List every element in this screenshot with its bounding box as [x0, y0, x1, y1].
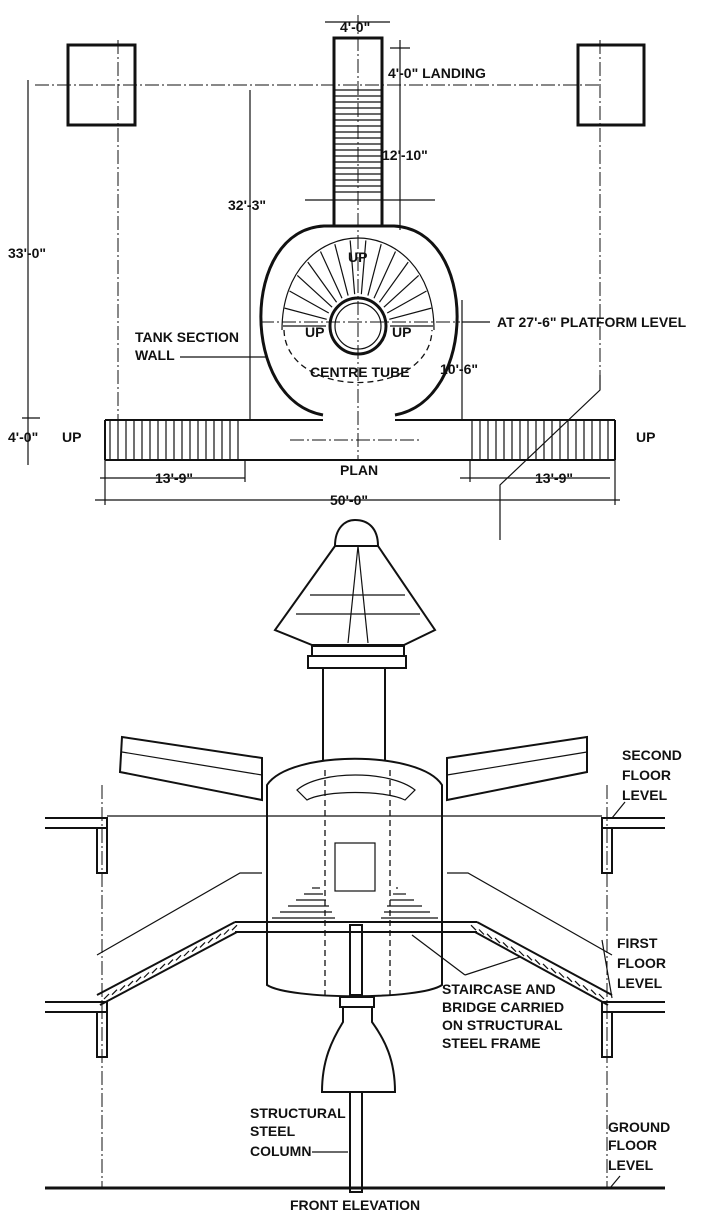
staircase-label-3: ON STRUCTURAL — [442, 1017, 563, 1033]
staircase-label-4: STEEL FRAME — [442, 1035, 541, 1051]
plan-view: 4'-0" 4'-0" LANDING 12'-10" 32'-3" 33'-0… — [8, 15, 687, 540]
column-label-2: STEEL — [250, 1123, 296, 1139]
right-column-box — [576, 43, 646, 127]
platform — [104, 419, 616, 461]
dim-33-0: 33'-0" — [8, 245, 46, 261]
dim-10-6: 10'-6" — [440, 361, 478, 377]
right-fin — [446, 735, 588, 802]
structural-steel-column-shape — [349, 924, 363, 996]
dim-stair-run: 12'-10" — [382, 147, 428, 163]
tank-section — [259, 224, 460, 417]
column-label-1: STRUCTURAL — [250, 1105, 346, 1121]
front-elevation-view: SECOND FLOOR LEVEL FIRST FLOOR LEVEL STA… — [45, 518, 682, 1213]
tank-label-line2: WALL — [135, 347, 175, 363]
up-label-right-outer: UP — [636, 429, 655, 445]
plan-title: PLAN — [340, 462, 378, 478]
dim-4-0-left: 4'-0" — [8, 429, 38, 445]
dim-13-9-left: 13'-9" — [155, 470, 193, 486]
left-fin — [118, 735, 263, 802]
dim-32-3: 32'-3" — [228, 197, 266, 213]
up-label-top: UP — [348, 249, 367, 265]
up-label-left-outer: UP — [62, 429, 81, 445]
first-floor-label-1: FIRST — [617, 935, 658, 951]
second-floor-label-1: SECOND — [622, 747, 682, 763]
dim-top-width: 4'-0" — [340, 19, 370, 35]
centre-tube-circle — [328, 296, 388, 356]
leader-lines — [312, 801, 626, 1189]
up-label-right-inner: UP — [392, 324, 411, 340]
centre-tube-label: CENTRE TUBE — [310, 364, 410, 380]
ground-floor-label-1: GROUND — [608, 1119, 670, 1135]
dim-50-0: 50'-0" — [330, 492, 368, 508]
ground-floor-label-3: LEVEL — [608, 1157, 654, 1173]
centre-tube-column — [322, 667, 386, 769]
dim-13-9-right: 13'-9" — [535, 470, 573, 486]
floor-slabs — [45, 785, 665, 1190]
tank-body — [266, 757, 443, 1000]
up-label-left-inner: UP — [305, 324, 324, 340]
ground-floor-label-2: FLOOR — [608, 1137, 657, 1153]
rocket-nozzle — [320, 1004, 397, 1093]
second-floor-label-2: FLOOR — [622, 767, 671, 783]
capsule — [273, 518, 437, 669]
tank-label-line1: TANK SECTION — [135, 329, 239, 345]
first-floor-label-3: LEVEL — [617, 975, 663, 991]
right-staircase — [447, 872, 613, 1006]
first-floor-label-2: FLOOR — [617, 955, 666, 971]
second-floor-label-3: LEVEL — [622, 787, 668, 803]
platform-level-label: AT 27'-6" PLATFORM LEVEL — [497, 314, 687, 330]
front-elevation-title: FRONT ELEVATION — [290, 1197, 420, 1213]
column-label-3: COLUMN — [250, 1143, 311, 1159]
dim-landing: 4'-0" LANDING — [388, 65, 486, 81]
left-staircase — [96, 872, 262, 1006]
staircase-label-1: STAIRCASE AND — [442, 981, 556, 997]
staircase-label-2: BRIDGE CARRIED — [442, 999, 564, 1015]
dimension-lines — [22, 21, 620, 540]
